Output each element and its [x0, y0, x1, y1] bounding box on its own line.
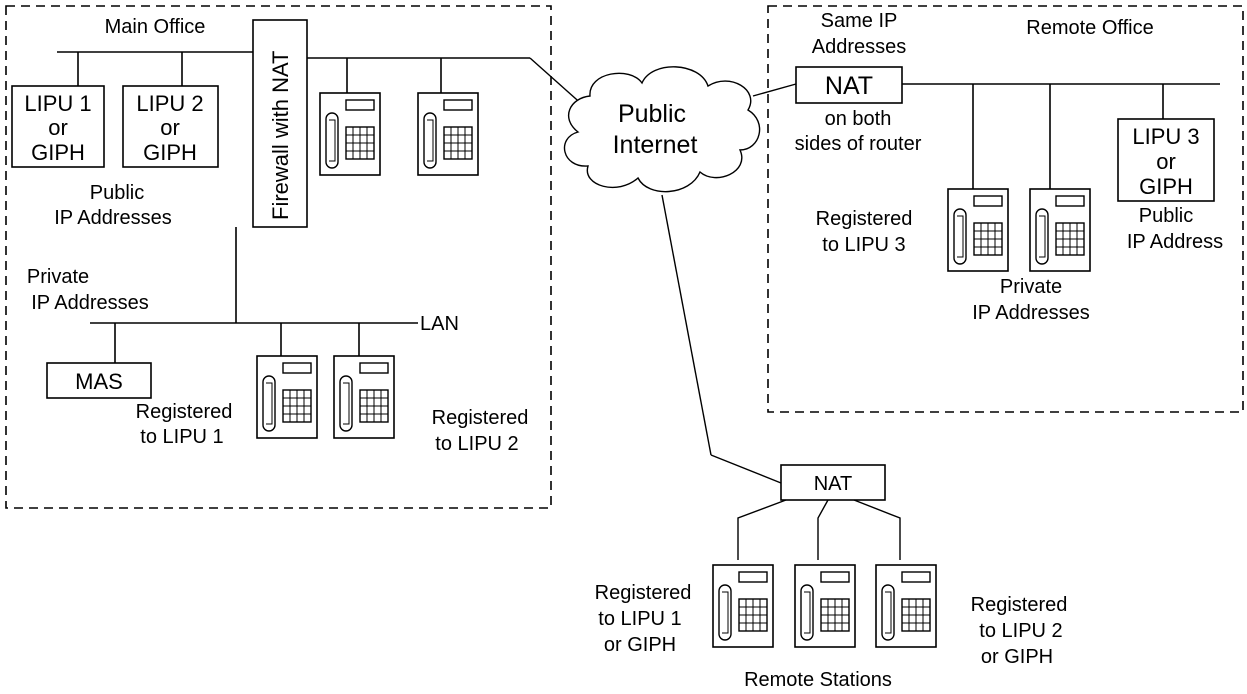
same-ip-label: Same IP: [821, 10, 898, 32]
lan-label: LAN: [420, 313, 459, 335]
internet-label-2: Internet: [613, 131, 698, 159]
ip-phone-icon: [947, 188, 1009, 272]
ip-phone-icon: [417, 92, 479, 176]
svg-text:GIPH: GIPH: [143, 140, 197, 165]
reg-lipu1-label: Registered: [136, 401, 233, 423]
reg-lipu2-label-2: to LIPU 2: [435, 433, 518, 455]
internet-label: Public: [618, 100, 686, 128]
main-private-ip-label-2: IP Addresses: [31, 292, 148, 314]
lipu1-box: LIPU 1 or GIPH: [11, 85, 105, 168]
remote-public-ip-label: Public: [1139, 205, 1193, 227]
reg-lipu3-label: Registered: [816, 208, 913, 230]
svg-text:LIPU 2: LIPU 2: [136, 91, 203, 116]
main-office-title: Main Office: [105, 16, 206, 38]
remote-office-region: [767, 5, 1244, 413]
nat-note-label-2: sides of router: [795, 133, 922, 155]
reg-lipu3-label-2: to LIPU 3: [822, 234, 905, 256]
reg-remote-left-label-3: or GIPH: [604, 634, 676, 656]
remote-private-ip-label-2: IP Addresses: [972, 302, 1089, 324]
remote-office-nat-box: NAT: [795, 66, 903, 104]
main-public-ip-label: Public: [90, 182, 144, 204]
lipu2-box: LIPU 2 or GIPH: [122, 85, 219, 168]
reg-remote-left-label: Registered: [595, 582, 692, 604]
svg-text:NAT: NAT: [825, 72, 873, 100]
lipu3-box: LIPU 3 or GIPH: [1117, 118, 1215, 202]
svg-text:LIPU 1: LIPU 1: [24, 91, 91, 116]
ip-phone-icon: [256, 355, 318, 439]
ip-phone-icon: [875, 564, 937, 648]
svg-text:GIPH: GIPH: [31, 140, 85, 165]
reg-remote-left-label-2: to LIPU 1: [598, 608, 681, 630]
ip-phone-icon: [333, 355, 395, 439]
cloud-icon: Public Internet: [563, 66, 761, 193]
svg-text:MAS: MAS: [75, 369, 123, 394]
reg-remote-right-label-2: to LIPU 2: [979, 620, 1062, 642]
reg-remote-right-label: Registered: [971, 594, 1068, 616]
remote-private-ip-label: Private: [1000, 276, 1062, 298]
ip-phone-icon: [319, 92, 381, 176]
ip-phone-icon: [794, 564, 856, 648]
main-public-ip-label-2: IP Addresses: [54, 207, 171, 229]
svg-text:GIPH: GIPH: [1139, 174, 1193, 199]
remote-stations-nat-box: NAT: [780, 464, 886, 501]
firewall-nat-box: Firewall with NAT: [252, 19, 308, 228]
svg-text:or: or: [48, 115, 68, 140]
svg-text:or: or: [160, 115, 180, 140]
remote-stations-caption: Remote Stations: [744, 669, 892, 691]
svg-text:or: or: [1156, 149, 1176, 174]
reg-lipu1-label-2: to LIPU 1: [140, 426, 223, 448]
ip-phone-icon: [712, 564, 774, 648]
nat-note-label: on both: [825, 108, 892, 130]
reg-lipu2-label: Registered: [432, 407, 529, 429]
remote-public-ip-label-2: IP Address: [1127, 231, 1223, 253]
svg-text:Firewall with NAT: Firewall with NAT: [268, 50, 293, 220]
reg-remote-right-label-3: or GIPH: [981, 646, 1053, 668]
svg-text:LIPU 3: LIPU 3: [1132, 124, 1199, 149]
main-office-region: [5, 5, 552, 509]
mas-box: MAS: [46, 362, 152, 399]
svg-text:NAT: NAT: [814, 473, 853, 495]
same-ip-label-2: Addresses: [812, 36, 907, 58]
main-private-ip-label: Private: [27, 266, 89, 288]
remote-office-title: Remote Office: [1026, 17, 1153, 39]
ip-phone-icon: [1029, 188, 1091, 272]
